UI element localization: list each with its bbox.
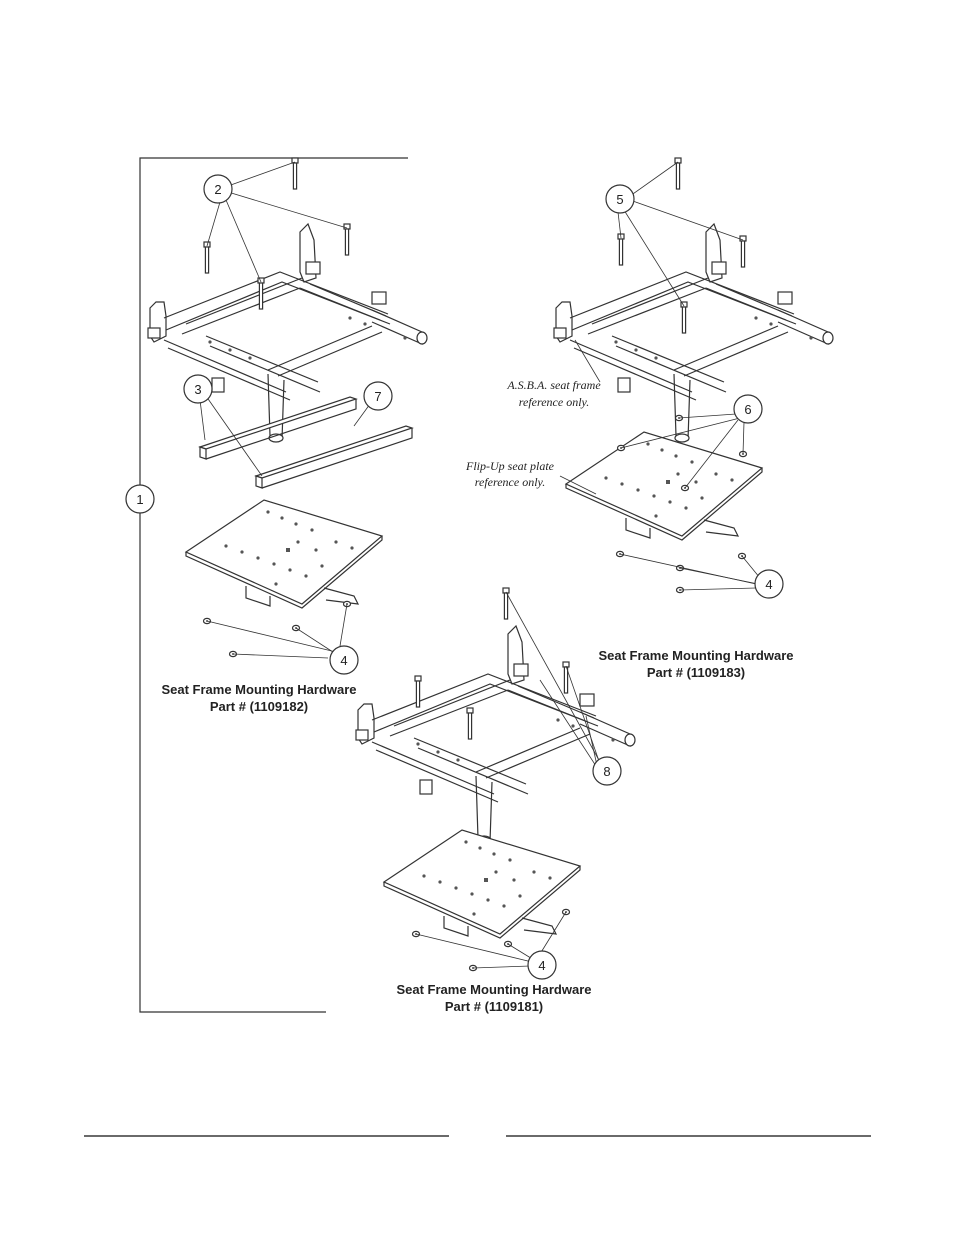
caption-1109181-line2: Part # (1109181) <box>445 999 543 1014</box>
caption-1109181-line1: Seat Frame Mounting Hardware <box>396 982 591 997</box>
caption-1109183: Seat Frame Mounting Hardware Part # (110… <box>598 648 793 680</box>
caption-1109182: Seat Frame Mounting Hardware Part # (110… <box>161 682 356 714</box>
seat-frame-bottom <box>356 626 635 844</box>
nuts-item-4-left <box>204 601 351 656</box>
bar-item-3 <box>200 397 356 459</box>
caption-1109182-line1: Seat Frame Mounting Hardware <box>161 682 356 697</box>
callout-1: 1 <box>126 485 154 513</box>
callout-2-number: 2 <box>214 182 221 197</box>
callout-4-bottom-number: 4 <box>538 958 545 973</box>
callout-2: 2 <box>204 175 232 203</box>
seat-plate-left <box>186 500 382 608</box>
callout-5-number: 5 <box>616 192 623 207</box>
callout-4-left-number: 4 <box>340 653 347 668</box>
note-flipup-line1: Flip-Up seat plate <box>465 459 555 473</box>
seat-frame-top-left <box>148 224 427 442</box>
callout-4-left: 4 <box>330 646 358 674</box>
callout-4-bottom: 4 <box>528 951 556 979</box>
seat-plate-flipup <box>566 432 762 540</box>
callout-1-number: 1 <box>136 492 143 507</box>
note-asba-line1: A.S.B.A. seat frame <box>506 378 601 392</box>
callout-8-number: 8 <box>603 764 610 779</box>
callout-7-number: 7 <box>374 389 381 404</box>
seat-frame-asba <box>554 224 833 442</box>
callout-5: 5 <box>606 185 634 213</box>
caption-1109183-line1: Seat Frame Mounting Hardware <box>598 648 793 663</box>
note-flipup: Flip-Up seat plate reference only. <box>465 459 555 489</box>
note-asba: A.S.B.A. seat frame reference only. <box>506 378 601 409</box>
caption-1109181: Seat Frame Mounting Hardware Part # (110… <box>396 982 591 1014</box>
bolts-item-5 <box>618 158 746 333</box>
note-flipup-line2: reference only. <box>475 475 545 489</box>
callout-3-number: 3 <box>194 382 201 397</box>
callout-6-number: 6 <box>744 402 751 417</box>
callout-3: 3 <box>184 375 212 403</box>
note-asba-line2: reference only. <box>519 395 589 409</box>
callout-6: 6 <box>734 395 762 423</box>
caption-1109183-line2: Part # (1109183) <box>647 665 745 680</box>
callout-4-right: 4 <box>755 570 783 598</box>
callout-4-right-number: 4 <box>765 577 772 592</box>
seat-plate-bottom <box>384 830 580 938</box>
caption-1109182-line2: Part # (1109182) <box>210 699 308 714</box>
callout-7: 7 <box>364 382 392 410</box>
callout-8: 8 <box>593 757 621 785</box>
